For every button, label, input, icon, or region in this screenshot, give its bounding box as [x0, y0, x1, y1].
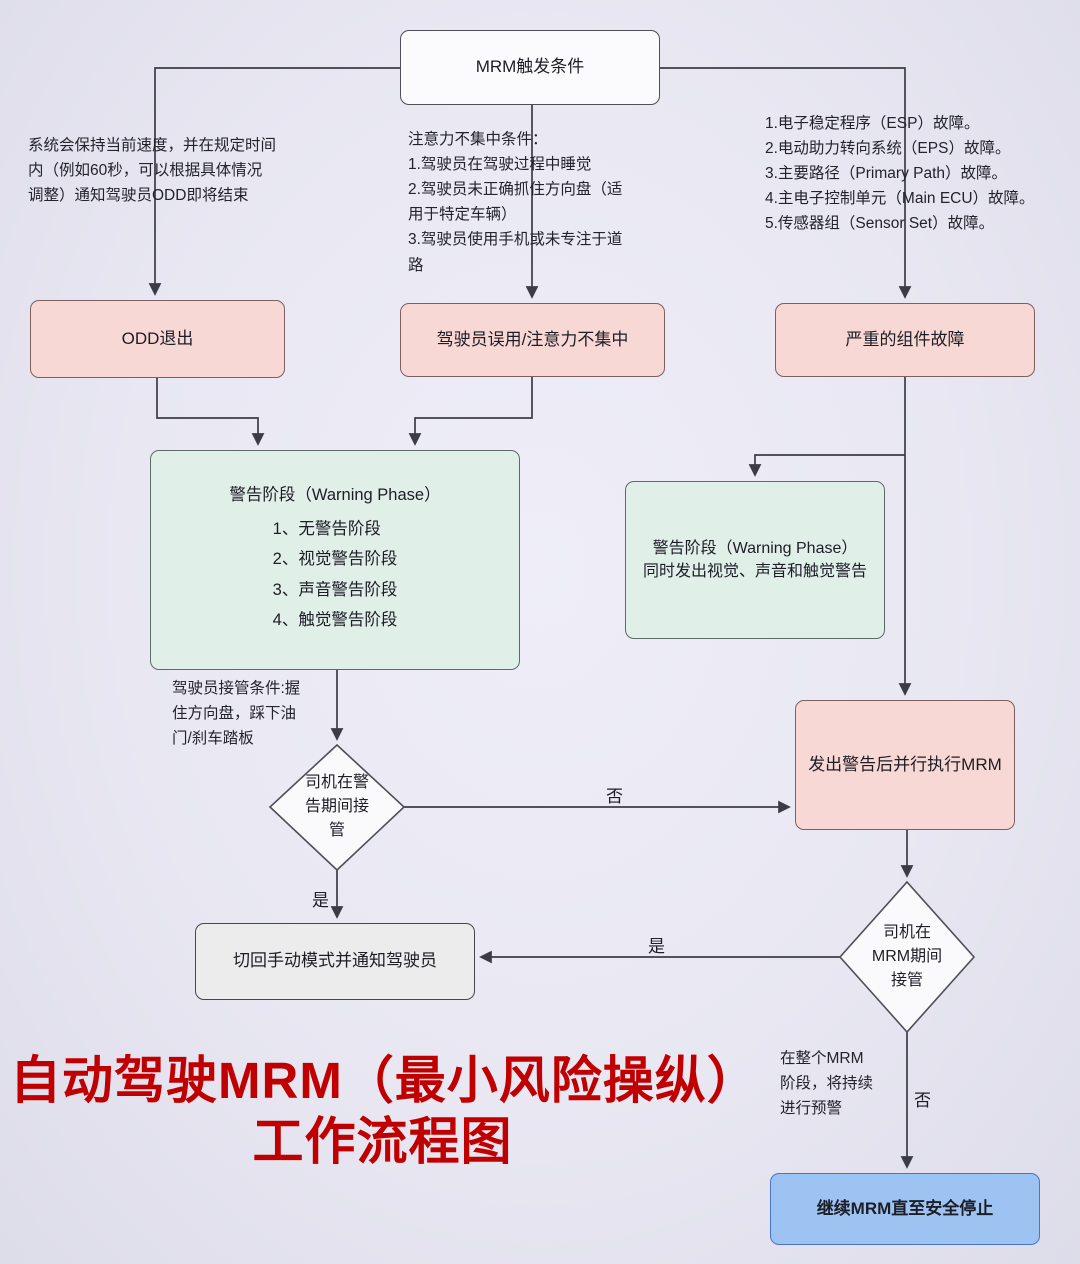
edge-trigger-to-failure [660, 67, 912, 299]
edge-failure-to-warning-right [748, 454, 905, 477]
decision-mrm-takeover-label: 司机在 MRM期间 接管 [871, 924, 943, 989]
warning-phase-item-2: 2、视觉警告阶段 [272, 550, 398, 569]
node-driver-misuse: 驾驶员误用/注意力不集中 [400, 303, 665, 377]
annotation-odd-ending-note: 系统会保持当前速度，并在规定时间 内（例如60秒，可以根据具体情况 调整）通知驾… [28, 137, 277, 205]
diagram-title-line1: 自动驾驶MRM（最小风险操纵） [10, 1052, 759, 1109]
node-switch-manual-mode: 切回手动模式并通知驾驶员 [195, 923, 475, 1000]
node-mrm-trigger-conditions: MRM触发条件 [400, 30, 660, 105]
edge-trigger-to-odd [148, 67, 400, 296]
decision-mrm-takeover-diamond [838, 880, 976, 1034]
diagram-title-line2: 工作流程图 [252, 1113, 513, 1171]
annotation-takeover-conditions: 驾驶员接管条件:握 住方向盘，踩下油 门/刹车踏板 [172, 680, 301, 748]
edge-odd-to-warning-left [156, 378, 265, 446]
edge-label-no-warning: 否 [606, 787, 623, 806]
node-warning-phase-simultaneous: 警告阶段（Warning Phase） 同时发出视觉、声音和触觉警告 [625, 481, 885, 639]
warning-phase-items: 1、无警告阶段 2、视觉警告阶段 3、声音警告阶段 4、触觉警告阶段 [273, 514, 398, 636]
node-component-failure: 严重的组件故障 [775, 303, 1035, 377]
edge-label-yes-mrm: 是 [648, 937, 665, 956]
warning-phase-item-4: 4、触觉警告阶段 [272, 611, 398, 630]
annotation-failure-list: 1.电子稳定程序（ESP）故障。 2.电动助力转向系统（EPS）故障。 3.主要… [765, 115, 1035, 233]
edge-label-yes-warning: 是 [312, 891, 329, 910]
node-warning-phase-list: 警告阶段（Warning Phase） 1、无警告阶段 2、视觉警告阶段 3、声… [150, 450, 520, 670]
node-odd-exit: ODD退出 [30, 300, 285, 378]
warning-phase-item-1: 1、无警告阶段 [272, 519, 381, 538]
node-continue-mrm-safe-stop: 继续MRM直至安全停止 [770, 1173, 1040, 1245]
annotation-inattention-conditions: 注意力不集中条件： 1.驾驶员在驾驶过程中睡觉 2.驾驶员未正确抓住方向盘（适 … [408, 131, 623, 274]
annotation-mrm-phase-warning: 在整个MRM 阶段，将持续 进行预警 [780, 1050, 874, 1118]
decision-warning-takeover-label: 司机在警 告期间接 管 [304, 774, 369, 839]
warning-phase-item-3: 3、声音警告阶段 [272, 580, 398, 599]
diagram-title: 自动驾驶MRM（最小风险操纵） 工作流程图 [10, 1050, 759, 1172]
decision-warning-takeover-diamond [268, 743, 406, 872]
edge-label-no-mrm: 否 [914, 1091, 931, 1110]
edge-misuse-to-warning-left [408, 377, 533, 446]
node-execute-mrm-parallel: 发出警告后并行执行MRM [795, 700, 1015, 830]
warning-phase-title: 警告阶段（Warning Phase） [229, 486, 441, 504]
